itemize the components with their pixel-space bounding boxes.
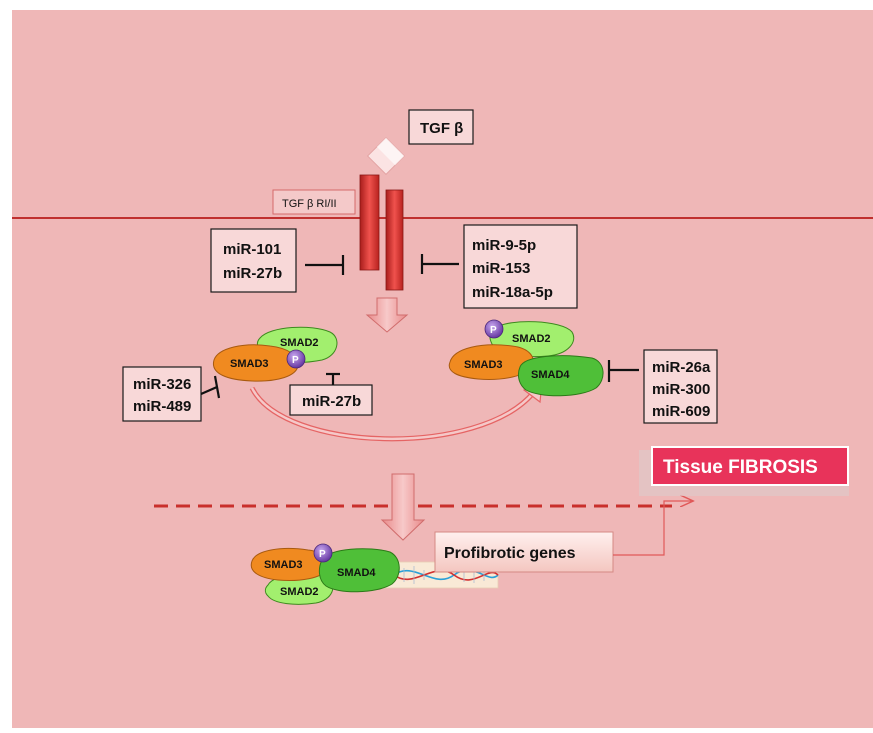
mir-153-label: miR-153 [472, 260, 530, 277]
mir-489-label: miR-489 [133, 398, 191, 415]
inhibitor-box-smad3 [122, 366, 202, 422]
phospho-label-nuclear: P [319, 549, 326, 560]
receptor-label: TGF β RI/II [282, 198, 337, 210]
mir-300-label: miR-300 [652, 381, 710, 398]
inhibition-receptor-left [305, 255, 345, 275]
smad3-label-left: SMAD3 [230, 358, 269, 370]
inhibitor-box-smad4 [643, 349, 718, 424]
phospho-label-right: P [490, 325, 497, 336]
smad4-label-nuclear: SMAD4 [337, 567, 376, 579]
inhibitor-box-receptor-right [463, 224, 578, 309]
mir-609-label: miR-609 [652, 403, 710, 420]
smad-complex-trimer: SMAD2 SMAD3 SMAD4 P [448, 319, 604, 397]
smad2-label-left: SMAD2 [280, 337, 319, 349]
smad4-label-right: SMAD4 [531, 369, 570, 381]
inhibition-smad4 [607, 360, 639, 382]
inhibition-smad3 [200, 375, 221, 399]
mir-101-label: miR-101 [223, 241, 281, 258]
smad-complex-nuclear: SMAD2 SMAD3 SMAD4 P [250, 543, 400, 605]
tissue-fibrosis-box [651, 446, 849, 486]
smad2-label-right: SMAD2 [512, 333, 551, 345]
inhibitor-box-smad2 [289, 384, 373, 416]
mir-18a-5p-label: miR-18a-5p [472, 284, 553, 301]
phospho-icon-left [286, 349, 306, 369]
phospho-icon-right [484, 319, 504, 339]
inhibition-receptor-right [420, 254, 459, 274]
smad3-label-nuclear: SMAD3 [264, 559, 303, 571]
tgf-beta-label-box [408, 109, 474, 145]
profibrotic-genes-box [434, 531, 614, 573]
tgf-beta-ligand [366, 136, 406, 176]
smad2-label-nuclear: SMAD2 [280, 586, 319, 598]
down-arrow-signal [365, 297, 409, 333]
smad-complex-phosphorylated: SMAD2 SMAD3 P [213, 326, 338, 382]
down-arrow-nucleus [380, 473, 426, 541]
pathway-diagram: TGF β TGF β RI/II miR-101 miR-27b miR-9-… [12, 109, 873, 605]
tgf-beta-label: TGF β [420, 120, 463, 137]
smad3-label-right: SMAD3 [464, 359, 503, 371]
inhibition-smad2 [326, 372, 340, 385]
tissue-fibrosis-label: Tissue FIBROSIS [663, 457, 818, 478]
mir-27b-label: miR-27b [223, 265, 282, 282]
profibrotic-genes-label: Profibrotic genes [444, 545, 576, 562]
mir-27b-smad2-label: miR-27b [302, 393, 361, 410]
inhibitor-box-receptor-left [210, 228, 297, 293]
mir-9-5p-label: miR-9-5p [472, 237, 536, 254]
phospho-icon-nuclear [313, 543, 333, 563]
phospho-label-left: P [292, 355, 299, 366]
fibrosis-connector-arrow [613, 501, 692, 556]
receptor-type-2 [385, 189, 404, 291]
mir-26a-label: miR-26a [652, 359, 711, 376]
receptor-type-1 [359, 174, 380, 271]
mir-326-label: miR-326 [133, 376, 191, 393]
diagram-canvas: TGF β TGF β RI/II miR-101 miR-27b miR-9-… [12, 10, 873, 728]
receptor-label-box [272, 189, 356, 215]
